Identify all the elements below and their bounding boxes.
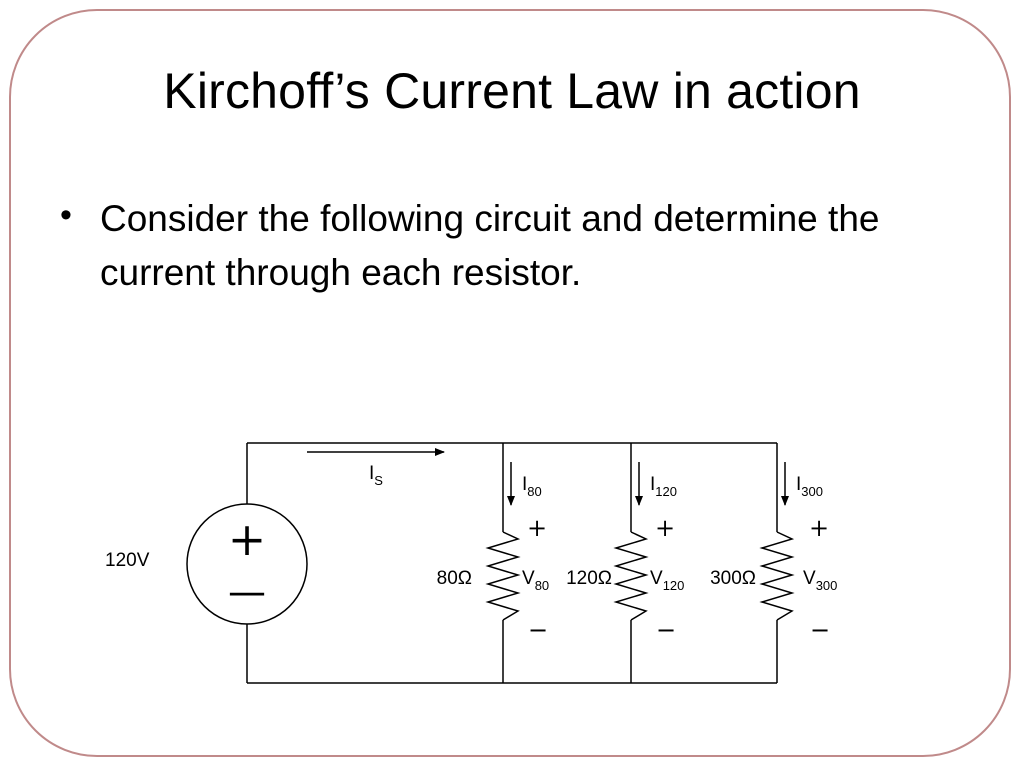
resistor-120-symbol xyxy=(613,531,649,621)
voltage-label-120: V120 xyxy=(650,568,684,593)
voltage-source-symbol xyxy=(186,503,308,625)
polarity-plus-120: + xyxy=(655,514,675,542)
resistor-label-300: 300Ω xyxy=(710,568,756,589)
slide-title: Kirchoff’s Current Law in action xyxy=(163,63,861,119)
source-plus-sign: + xyxy=(228,512,267,566)
source-voltage-label: 120V xyxy=(105,550,150,571)
voltage-label-80: V80 xyxy=(522,568,549,593)
polarity-minus-80: − xyxy=(528,616,548,644)
source-current-label: IS xyxy=(369,463,383,488)
resistor-80-symbol xyxy=(485,531,521,621)
source-minus-sign: — xyxy=(228,570,266,614)
polarity-minus-300: − xyxy=(810,616,830,644)
polarity-plus-300: + xyxy=(809,514,829,542)
voltage-label-300: V300 xyxy=(803,568,837,593)
current-label-120: I120 xyxy=(650,474,677,499)
polarity-minus-120: − xyxy=(656,616,676,644)
resistor-label-80: 80Ω xyxy=(437,568,472,589)
bullet-marker: • xyxy=(60,196,72,234)
resistor-label-120: 120Ω xyxy=(566,568,612,589)
bullet-text: Consider the following circuit and deter… xyxy=(100,198,880,293)
current-label-80: I80 xyxy=(522,474,542,499)
polarity-plus-80: + xyxy=(527,514,547,542)
resistor-300-symbol xyxy=(759,531,795,621)
current-label-300: I300 xyxy=(796,474,823,499)
slide-frame xyxy=(9,9,1011,757)
circuit-wires xyxy=(246,442,778,684)
